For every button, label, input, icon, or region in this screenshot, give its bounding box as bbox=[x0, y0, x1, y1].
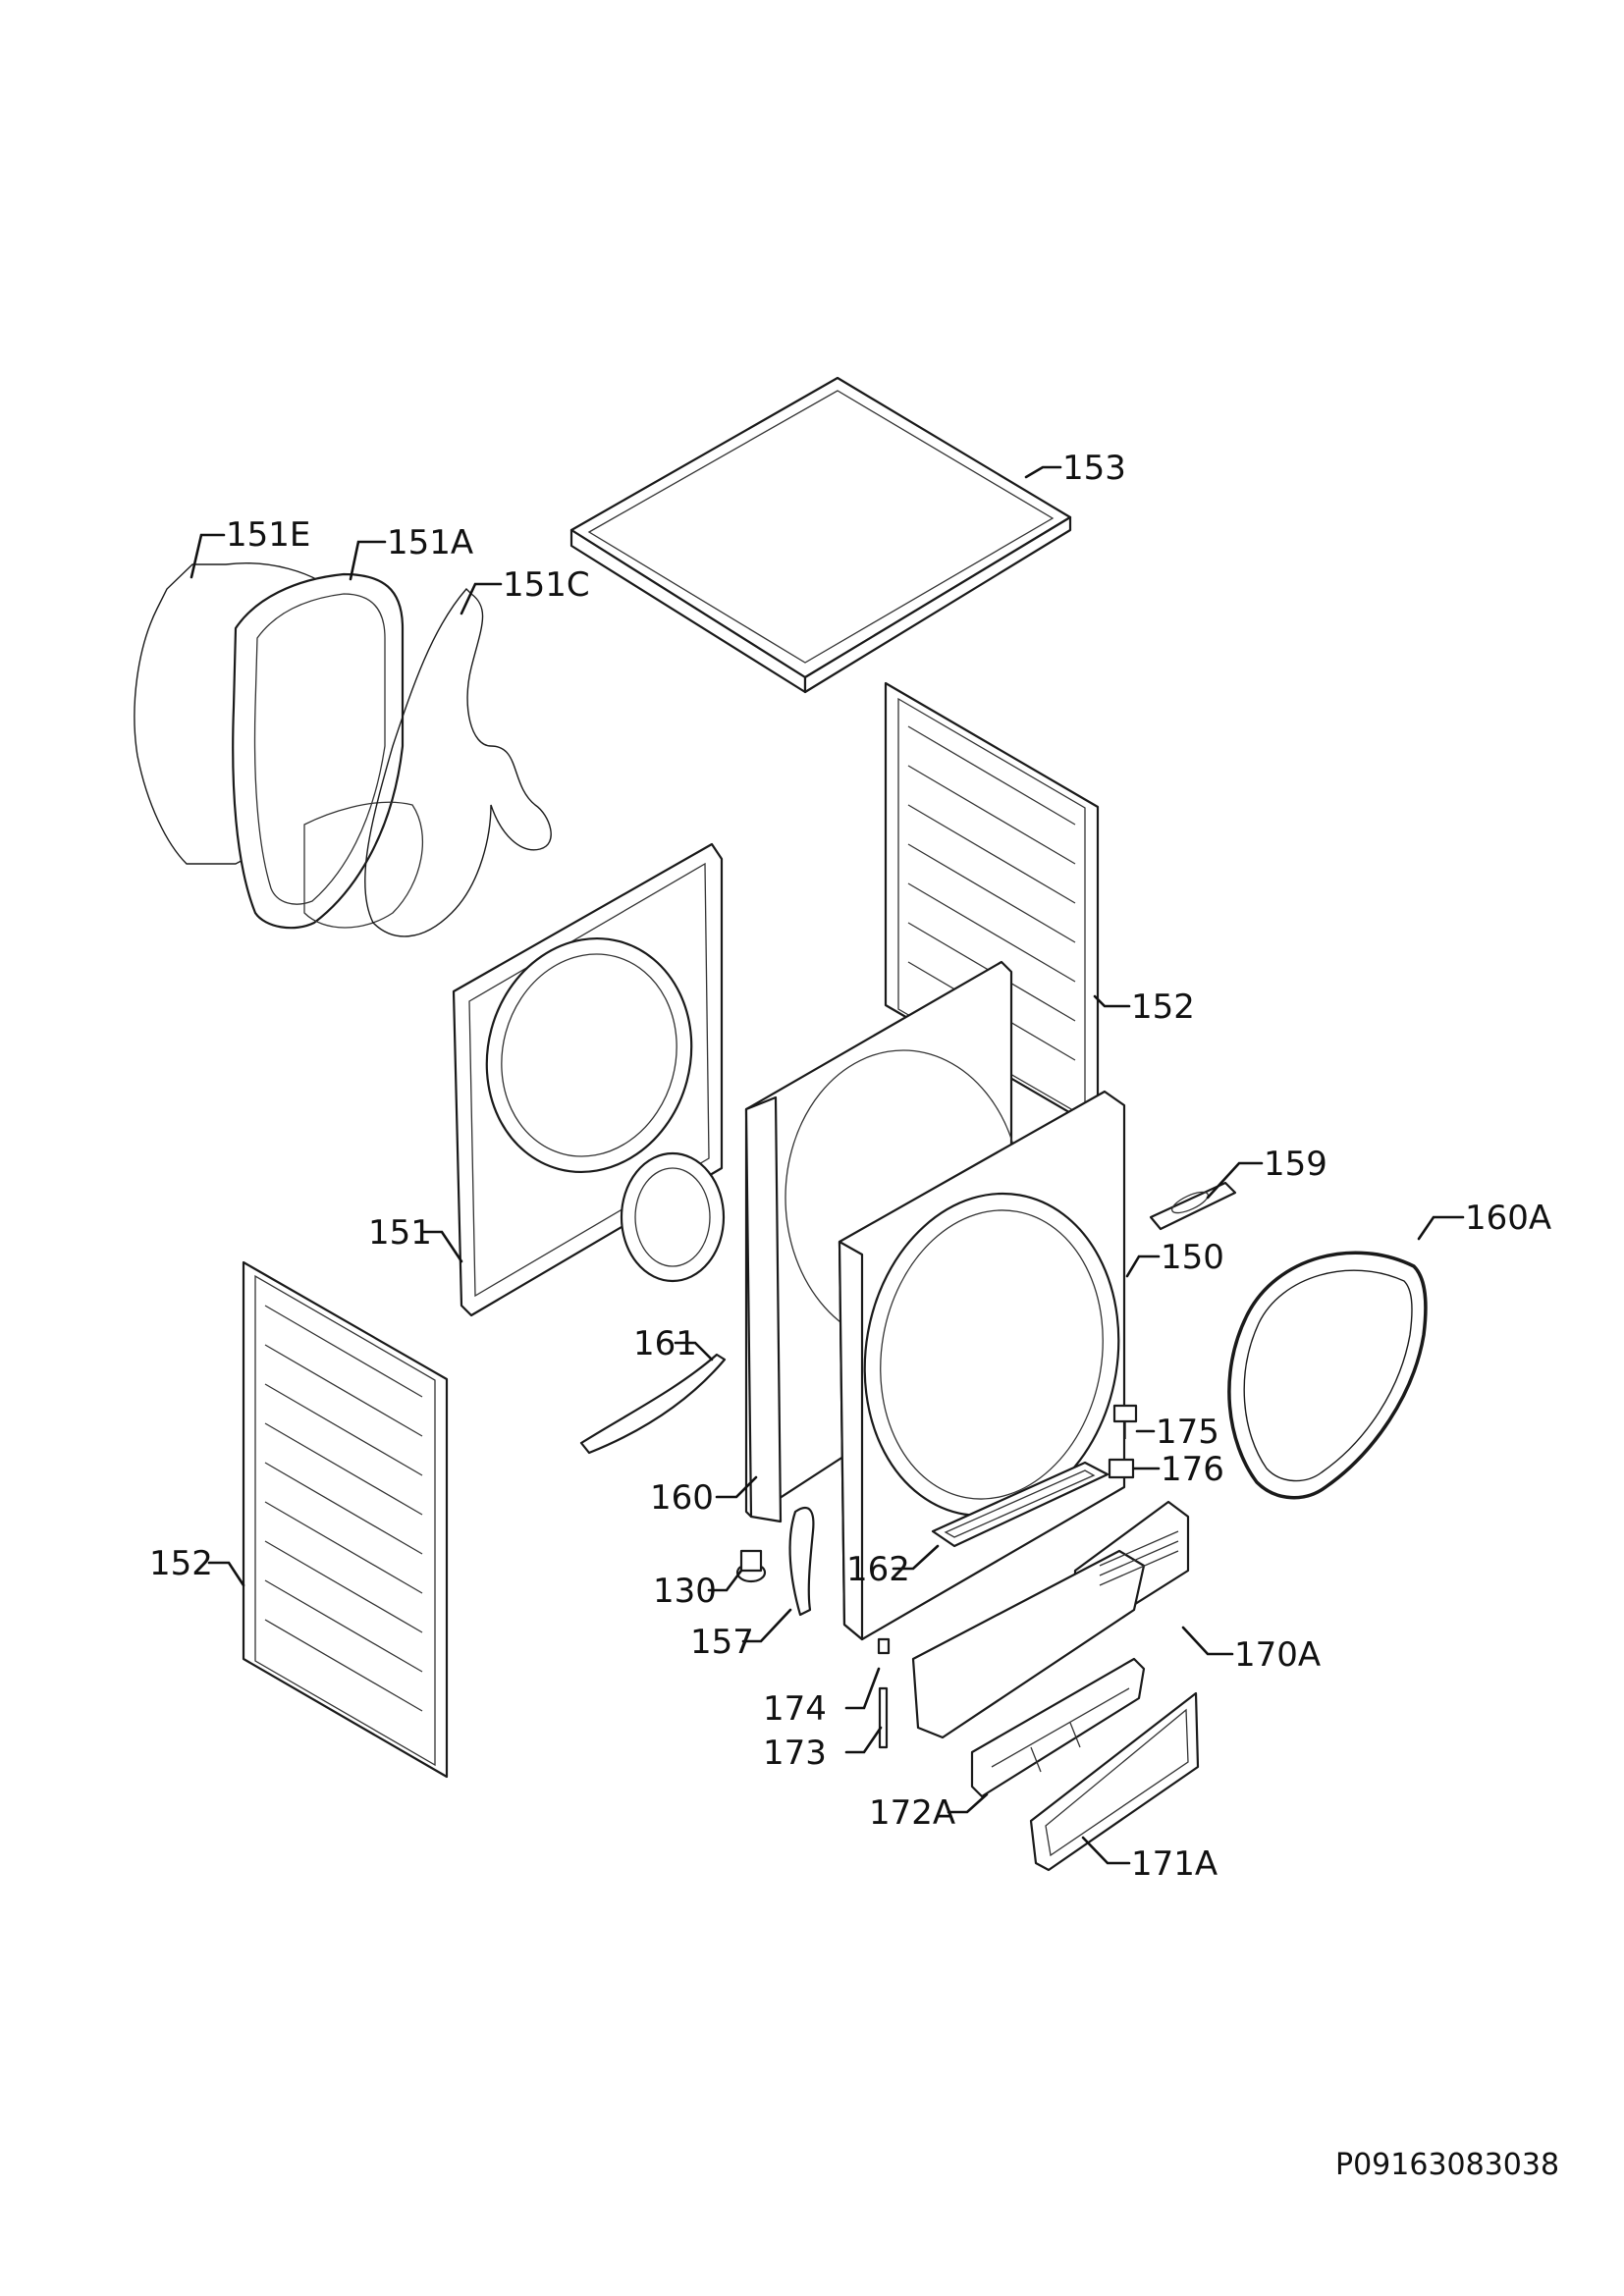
part-number-labels: 153 151E 151A 151C 152 159 160A 150 151 … bbox=[149, 449, 1559, 2182]
label-152-right: 152 bbox=[1131, 988, 1195, 1027]
label-170A: 170A bbox=[1234, 1635, 1321, 1675]
label-150: 150 bbox=[1161, 1238, 1224, 1277]
part-151A-drum-flange bbox=[232, 572, 424, 930]
label-160A: 160A bbox=[1465, 1199, 1551, 1238]
label-172A: 172A bbox=[869, 1793, 955, 1833]
part-171A-drawer-front bbox=[1029, 1691, 1200, 1872]
leader-lines bbox=[189, 465, 1465, 1865]
part-151-rear-frame bbox=[452, 842, 726, 1317]
part-161 bbox=[579, 1353, 727, 1455]
label-130: 130 bbox=[653, 1572, 717, 1611]
label-153: 153 bbox=[1062, 449, 1126, 488]
label-176: 176 bbox=[1161, 1450, 1224, 1489]
part-170A-dispenser-housing bbox=[911, 1500, 1190, 1739]
part-150-front-panel bbox=[838, 1090, 1126, 1641]
label-160: 160 bbox=[650, 1478, 714, 1518]
label-157: 157 bbox=[690, 1623, 754, 1662]
part-152-left-side-panel bbox=[242, 1260, 449, 1779]
label-151: 151 bbox=[368, 1213, 432, 1253]
part-174 bbox=[877, 1637, 891, 1655]
label-162: 162 bbox=[846, 1550, 910, 1589]
part-160A-gasket bbox=[1227, 1251, 1428, 1500]
part-159 bbox=[1149, 1181, 1237, 1231]
part-173 bbox=[878, 1686, 889, 1749]
part-151C-seal bbox=[364, 587, 552, 937]
part-130-foot bbox=[735, 1549, 767, 1583]
label-151A: 151A bbox=[387, 523, 473, 562]
label-175: 175 bbox=[1156, 1413, 1219, 1452]
part-162 bbox=[931, 1461, 1110, 1548]
label-151E: 151E bbox=[226, 515, 310, 555]
label-174: 174 bbox=[763, 1689, 827, 1729]
part-153-top-cover bbox=[569, 376, 1072, 694]
label-173: 173 bbox=[763, 1734, 827, 1773]
label-151C: 151C bbox=[503, 565, 590, 605]
part-176 bbox=[1108, 1458, 1135, 1479]
label-171A: 171A bbox=[1131, 1844, 1218, 1884]
label-152-left: 152 bbox=[149, 1544, 213, 1583]
part-157 bbox=[788, 1507, 815, 1617]
document-code: P09163083038 bbox=[1335, 2148, 1559, 2182]
label-161: 161 bbox=[633, 1324, 697, 1363]
part-175 bbox=[1112, 1404, 1138, 1439]
part-172A-drawer-inner bbox=[970, 1657, 1146, 1798]
label-159: 159 bbox=[1264, 1145, 1327, 1184]
